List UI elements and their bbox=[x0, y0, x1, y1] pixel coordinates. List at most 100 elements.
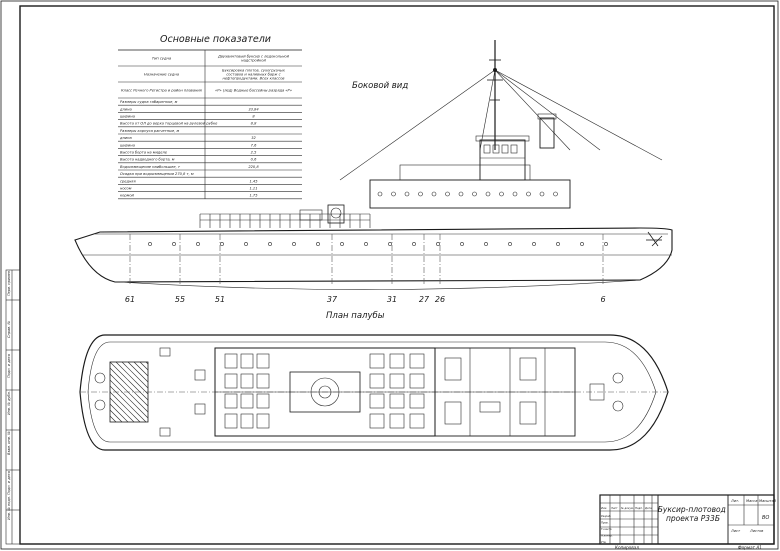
col-massa: Масса bbox=[746, 499, 757, 503]
anchor-icon bbox=[646, 231, 663, 247]
table-row-value: 33,84 bbox=[248, 107, 259, 111]
hull-profile bbox=[74, 227, 673, 283]
porthole bbox=[539, 191, 545, 197]
hull-porthole bbox=[148, 242, 152, 246]
hull-porthole bbox=[436, 242, 440, 246]
table-row-value: «Р» (лед) Водные бассейны разряда «Р» bbox=[215, 89, 292, 93]
porthole bbox=[418, 191, 423, 197]
table-row-label: Размеры корпуса расчетные, м bbox=[120, 129, 179, 133]
stamp-inv-podl: Инв. № подл. bbox=[7, 496, 11, 520]
sheet-label: Лист bbox=[730, 529, 741, 533]
hull-porthole bbox=[172, 242, 176, 246]
table-row-value: 7,6 bbox=[251, 143, 257, 147]
role-label: Н.контр. bbox=[601, 534, 613, 538]
table-row-label: Высота борта на миделе bbox=[120, 151, 168, 155]
drawing-name: Буксир-плотовод проекта Р33Б bbox=[658, 505, 728, 523]
frame-number: 61 bbox=[125, 295, 135, 304]
hull-porthole bbox=[460, 242, 464, 246]
deck-plan bbox=[79, 334, 669, 451]
funnel bbox=[539, 117, 555, 149]
frame-number: 26 bbox=[435, 295, 445, 304]
table-row-value: 1,75 bbox=[249, 194, 258, 198]
change-col-header: Подп. bbox=[635, 506, 643, 510]
frame-number: 37 bbox=[327, 295, 338, 304]
specs-table-title: Основные показатели bbox=[160, 34, 271, 45]
frame-number: 27 bbox=[419, 295, 430, 304]
stern-hatch bbox=[109, 361, 149, 423]
table-row-value: 0,6 bbox=[251, 158, 257, 162]
change-col-header: Изм. bbox=[601, 506, 607, 510]
porthole bbox=[458, 191, 464, 197]
porthole bbox=[526, 191, 531, 197]
bow-bollard bbox=[612, 372, 624, 384]
porthole bbox=[391, 191, 396, 197]
hull-porthole bbox=[244, 242, 248, 246]
hull-porthole bbox=[508, 242, 512, 246]
frame-number: 6 bbox=[600, 295, 605, 304]
table-row-value: 8,8 bbox=[251, 122, 257, 126]
forestay bbox=[339, 69, 496, 181]
stamp-perv-primen: Перв. примен. bbox=[7, 270, 11, 296]
side-view-label: Боковой вид bbox=[352, 81, 408, 91]
table-row-label: Осадка при водоизмещении 270,8 т, м bbox=[120, 172, 194, 176]
porthole bbox=[472, 191, 477, 197]
table-row-label: Высота от ОЛ до верха торцевой на рулево… bbox=[120, 122, 218, 126]
footer-copied: Копировал bbox=[615, 545, 639, 550]
table-row-label: ширина bbox=[120, 143, 135, 147]
hull-porthole bbox=[220, 242, 224, 246]
col-masshtab: Масштаб bbox=[759, 499, 777, 503]
sheet-code: ВО bbox=[762, 515, 769, 521]
stamp-inv-dubl: Инв. № дубл. bbox=[7, 391, 11, 415]
frame-number: 31 bbox=[387, 295, 397, 304]
porthole bbox=[431, 191, 437, 197]
table-row-value: 2,5 bbox=[251, 151, 257, 155]
table-row-label: ширина bbox=[120, 115, 135, 119]
backstay bbox=[494, 69, 663, 161]
hull-porthole bbox=[484, 242, 488, 246]
table-row-label: длина bbox=[119, 136, 132, 140]
table-row-label: кормой bbox=[120, 194, 135, 198]
wheelhouse bbox=[479, 139, 526, 181]
col-lit: Лит. bbox=[730, 499, 739, 503]
windlass bbox=[589, 383, 605, 401]
role-label: Т.контр. bbox=[601, 527, 612, 531]
table-row-value: 1,11 bbox=[249, 187, 257, 191]
porthole bbox=[377, 191, 383, 197]
role-label: Пров. bbox=[601, 521, 609, 525]
hull-porthole bbox=[388, 242, 392, 246]
deck-outline bbox=[79, 334, 669, 451]
change-col-header: № докум. bbox=[620, 507, 634, 510]
hull-porthole bbox=[316, 242, 320, 246]
table-row-value: 32 bbox=[251, 136, 256, 140]
porthole bbox=[404, 191, 410, 197]
table-row-value: 220,8 bbox=[248, 165, 259, 169]
hull-porthole bbox=[196, 242, 200, 246]
deck-plan-label: План палубы bbox=[326, 311, 385, 321]
table-row-label: средняя bbox=[120, 179, 136, 183]
hull-porthole bbox=[532, 242, 536, 246]
table-row-value: 1,45 bbox=[249, 179, 258, 183]
towing-winch bbox=[327, 204, 345, 224]
bollard bbox=[94, 399, 106, 411]
left-stamp-strip: Инв. № подл. Подп. и дата Взам. инв. № И… bbox=[5, 269, 21, 545]
footer-format: Формат А1 bbox=[738, 545, 762, 550]
role-label: Утв. bbox=[601, 540, 607, 544]
bow-bollard bbox=[612, 400, 624, 412]
frame-number: 51 bbox=[215, 295, 225, 304]
table-row-label: Водоизмещение наибольшее, т bbox=[120, 165, 181, 169]
table-row-label: Класс Речного Регистра и район плавания bbox=[121, 89, 203, 93]
table-row-label: Назначение судна bbox=[144, 73, 179, 77]
table-row-label: носом bbox=[120, 187, 132, 191]
hull-porthole bbox=[364, 242, 368, 246]
hull-porthole bbox=[268, 242, 272, 246]
hull-porthole bbox=[556, 242, 560, 246]
hull-porthole bbox=[292, 242, 296, 246]
change-col-header: Дата bbox=[644, 506, 652, 510]
table-row-label: Тип судна bbox=[152, 57, 171, 61]
stamp-podp-data: Подп. и дата bbox=[7, 471, 11, 495]
sheets-label: Листов bbox=[749, 529, 763, 533]
